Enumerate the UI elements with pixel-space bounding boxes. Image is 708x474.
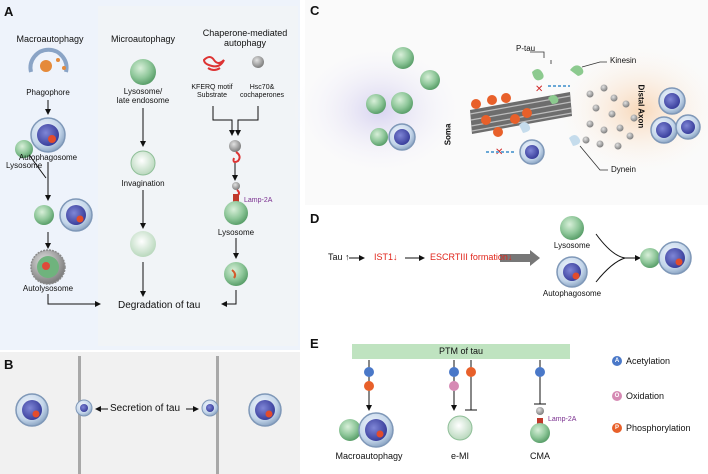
legend-oxidation-dot: O bbox=[612, 391, 622, 401]
panel-letter-e: E bbox=[310, 336, 319, 351]
lamp2a-label: Lamp-2A bbox=[244, 197, 273, 204]
phagophore-label: Phagophore bbox=[26, 88, 70, 97]
legend-phosphorylation-label: Phosphorylation bbox=[626, 423, 691, 433]
svg-text:✕: ✕ bbox=[535, 84, 543, 95]
lysosome-label: Lysosome bbox=[6, 161, 43, 170]
kinesin-label: Kinesin bbox=[610, 56, 637, 65]
d-autophagosome-label: Autophagosome bbox=[542, 289, 602, 298]
autophagosome-label: Autophagosome bbox=[18, 153, 78, 162]
distal-axon-label: Distal Axon bbox=[636, 84, 646, 129]
cma-title: Chaperone-mediated autophagy bbox=[202, 28, 288, 48]
cma-lysosome-label: Lysosome bbox=[217, 228, 255, 237]
ptm-bar: PTM of tau bbox=[352, 344, 570, 359]
chaperones-label: Hsc70& cochaperones bbox=[240, 84, 284, 99]
panel-letter-b: B bbox=[4, 357, 14, 372]
panel-letter-d: D bbox=[310, 211, 320, 226]
microautophagy-title: Microautophagy bbox=[110, 34, 176, 44]
cargo-dots bbox=[582, 84, 638, 150]
hsc70-shape bbox=[252, 56, 264, 68]
legend-acetylation-dot: A bbox=[612, 356, 622, 366]
autophagosome-shape bbox=[30, 117, 66, 153]
macroautophagy-title: Macroautophagy bbox=[16, 34, 84, 44]
escrt-label: ESCRTIII formation↓ bbox=[430, 252, 513, 262]
legend-acetylation-label: Acetylation bbox=[626, 356, 671, 366]
e-lamp2a-label: Lamp-2A bbox=[548, 416, 577, 423]
e-mi-label: e-MI bbox=[451, 451, 469, 461]
p-tau-label: P-tau bbox=[516, 44, 536, 53]
autolysosome-shape bbox=[30, 249, 66, 285]
invagination-shape bbox=[130, 150, 156, 176]
late-endosome-shape bbox=[130, 59, 156, 85]
phagophore-shape bbox=[28, 47, 69, 73]
panel-a-shade bbox=[98, 6, 298, 346]
panel-letter-c: C bbox=[310, 3, 320, 18]
ist1-label: IST1↓ bbox=[374, 252, 398, 262]
tau-label: Tau ↑ bbox=[328, 252, 350, 262]
soma-label: Soma bbox=[443, 123, 453, 146]
substrate-shape bbox=[202, 56, 225, 68]
e-cma-label: CMA bbox=[530, 451, 550, 461]
legend-phosphorylation-dot: P bbox=[612, 423, 622, 433]
e-macro-label: Macroautophagy bbox=[335, 451, 403, 461]
d-lysosome-label: Lysosome bbox=[553, 241, 591, 250]
secretion-label: Secretion of tau bbox=[110, 403, 181, 414]
micro-lysosome-shape bbox=[130, 231, 156, 257]
phospho-marks bbox=[471, 93, 532, 137]
dynein-label: Dynein bbox=[611, 165, 636, 174]
degradation-label: Degradation of tau bbox=[118, 300, 201, 311]
autolysosome-label: Autolysosome bbox=[22, 284, 74, 293]
svg-text:✕: ✕ bbox=[495, 147, 503, 158]
legend-oxidation-label: Oxidation bbox=[626, 391, 665, 401]
late-endosome-label: Lysosome/ late endosome bbox=[116, 87, 170, 105]
lysosome-a-shape bbox=[15, 140, 33, 158]
cma-lysosome-shape bbox=[224, 201, 248, 225]
substrate-label: KFERQ motif Substrate bbox=[191, 84, 233, 99]
panel-letter-a: A bbox=[4, 4, 14, 19]
invagination-label: Invagination bbox=[121, 179, 165, 188]
